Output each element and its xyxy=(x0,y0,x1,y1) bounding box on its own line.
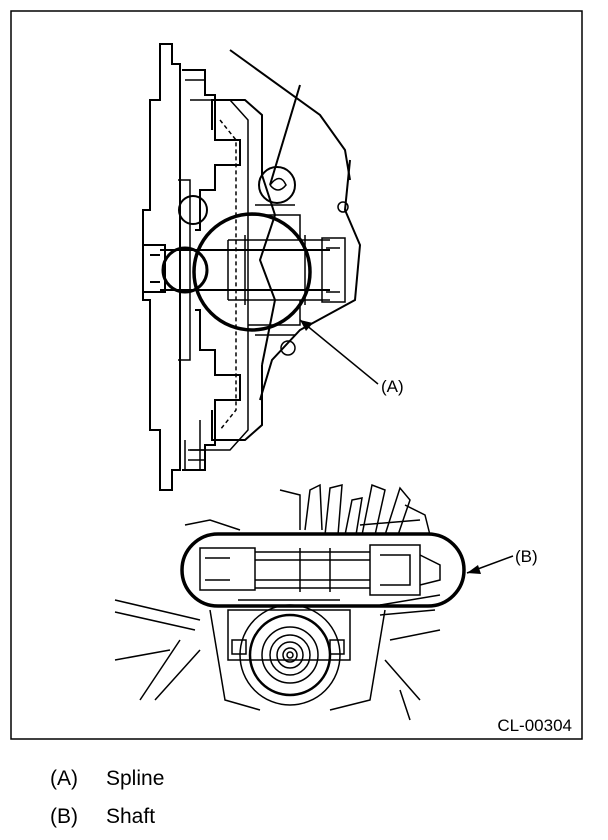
shaft-highlight-capsule xyxy=(180,532,466,608)
leader-arrow-b xyxy=(467,565,481,574)
callout-a-label: (A) xyxy=(381,377,404,396)
legend-key-a: (A) xyxy=(50,767,78,790)
spline-highlight-circle xyxy=(192,212,312,332)
shaft-view xyxy=(114,483,441,721)
bearing-rings xyxy=(239,604,341,706)
legend-label-b: Shaft xyxy=(106,805,156,828)
figure-code: CL-00304 xyxy=(497,716,572,735)
legend-label-a: Spline xyxy=(106,767,165,790)
callout-b-label: (B) xyxy=(515,547,538,566)
legend-key-b: (B) xyxy=(50,805,78,828)
figure-frame xyxy=(10,10,583,740)
legend-item-b: (B) Shaft xyxy=(50,805,155,829)
leader-arrow-a xyxy=(300,320,313,331)
legend-item-a: (A) Spline xyxy=(50,767,164,791)
pilot-circle xyxy=(161,246,209,294)
leader-line-a xyxy=(299,319,379,385)
clutch-cross-section xyxy=(142,43,362,491)
